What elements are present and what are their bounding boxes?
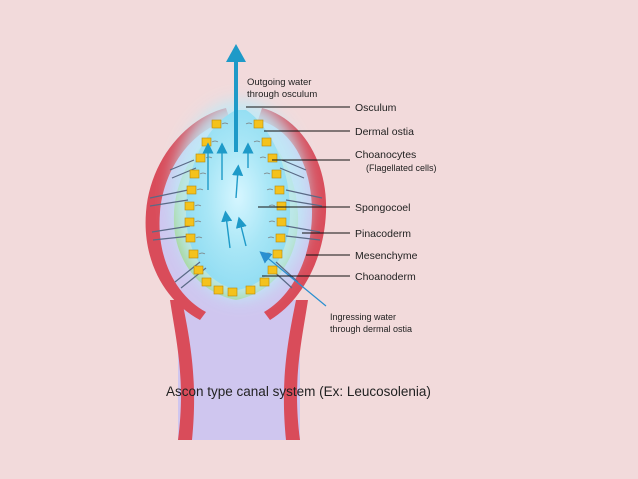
- label-choanocytes: Choanocytes: [355, 149, 416, 161]
- stalk-pinacoderm-left: [170, 300, 195, 440]
- label-osculum: Osculum: [355, 102, 397, 114]
- pinacoderm-left: [145, 108, 230, 320]
- label-pinacoderm: Pinacoderm: [355, 228, 411, 240]
- leader-lines: [246, 106, 350, 277]
- spongocoel-cavity: [186, 110, 290, 290]
- outgoing-annotation-line1: Outgoing water: [247, 77, 311, 88]
- choanocytes-left: [184, 119, 238, 297]
- pinacoderm-right: [258, 108, 327, 320]
- label-dermal-ostia: Dermal ostia: [355, 126, 414, 138]
- outgoing-water-arrow: [226, 44, 246, 152]
- label-choanoderm: Choanoderm: [355, 271, 416, 283]
- ingressing-water-arrow: [259, 251, 327, 307]
- label-mesenchyme: Mesenchyme: [355, 250, 418, 262]
- outgoing-annotation-line2: through osculum: [247, 89, 317, 100]
- ingressing-annotation-line1: Ingressing water: [330, 312, 396, 322]
- ingressing-annotation-line2: through dermal ostia: [330, 324, 412, 334]
- label-spongocoel: Spongocoel: [355, 202, 410, 214]
- choanocytes-right: [245, 119, 287, 295]
- label-choanocytes-sub: (Flagellated cells): [366, 163, 437, 173]
- stalk-pinacoderm-right: [283, 300, 308, 440]
- internal-water-arrows: [202, 142, 254, 249]
- diagram-caption: Ascon type canal system (Ex: Leucosoleni…: [166, 384, 431, 399]
- stalk-mesenchyme: [178, 300, 300, 440]
